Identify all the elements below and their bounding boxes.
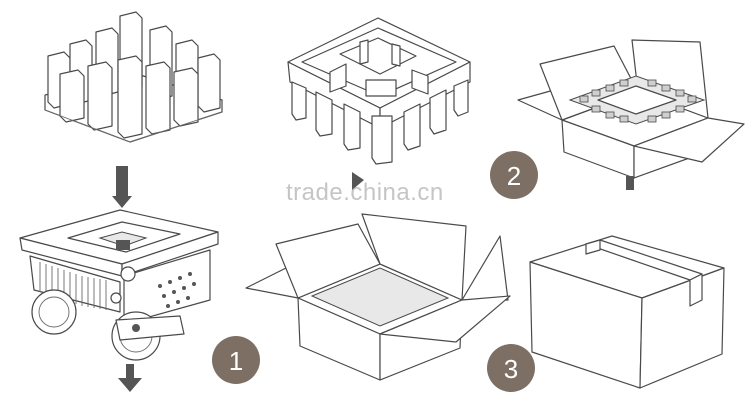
step-number: 3 [504,354,518,384]
step-badge-1: 1 [212,336,260,384]
down-arrow-icon [626,176,634,190]
open-carton [245,213,511,381]
foam-insert-tray [44,11,223,143]
down-arrow-icon [112,166,132,208]
step-badge-2: 2 [490,151,538,199]
step-badge-3: 3 [487,344,535,392]
sealed-carton [529,235,725,389]
down-arrow-icon [118,364,142,392]
step-number: 2 [507,161,521,191]
floodlight-fixture [19,209,219,361]
down-arrow-icon [352,172,364,190]
watermark-text: trade.china.cn [286,179,444,206]
step-number: 1 [229,346,243,376]
open-box-with-tray [517,39,745,179]
molded-frame-tray [287,17,471,165]
